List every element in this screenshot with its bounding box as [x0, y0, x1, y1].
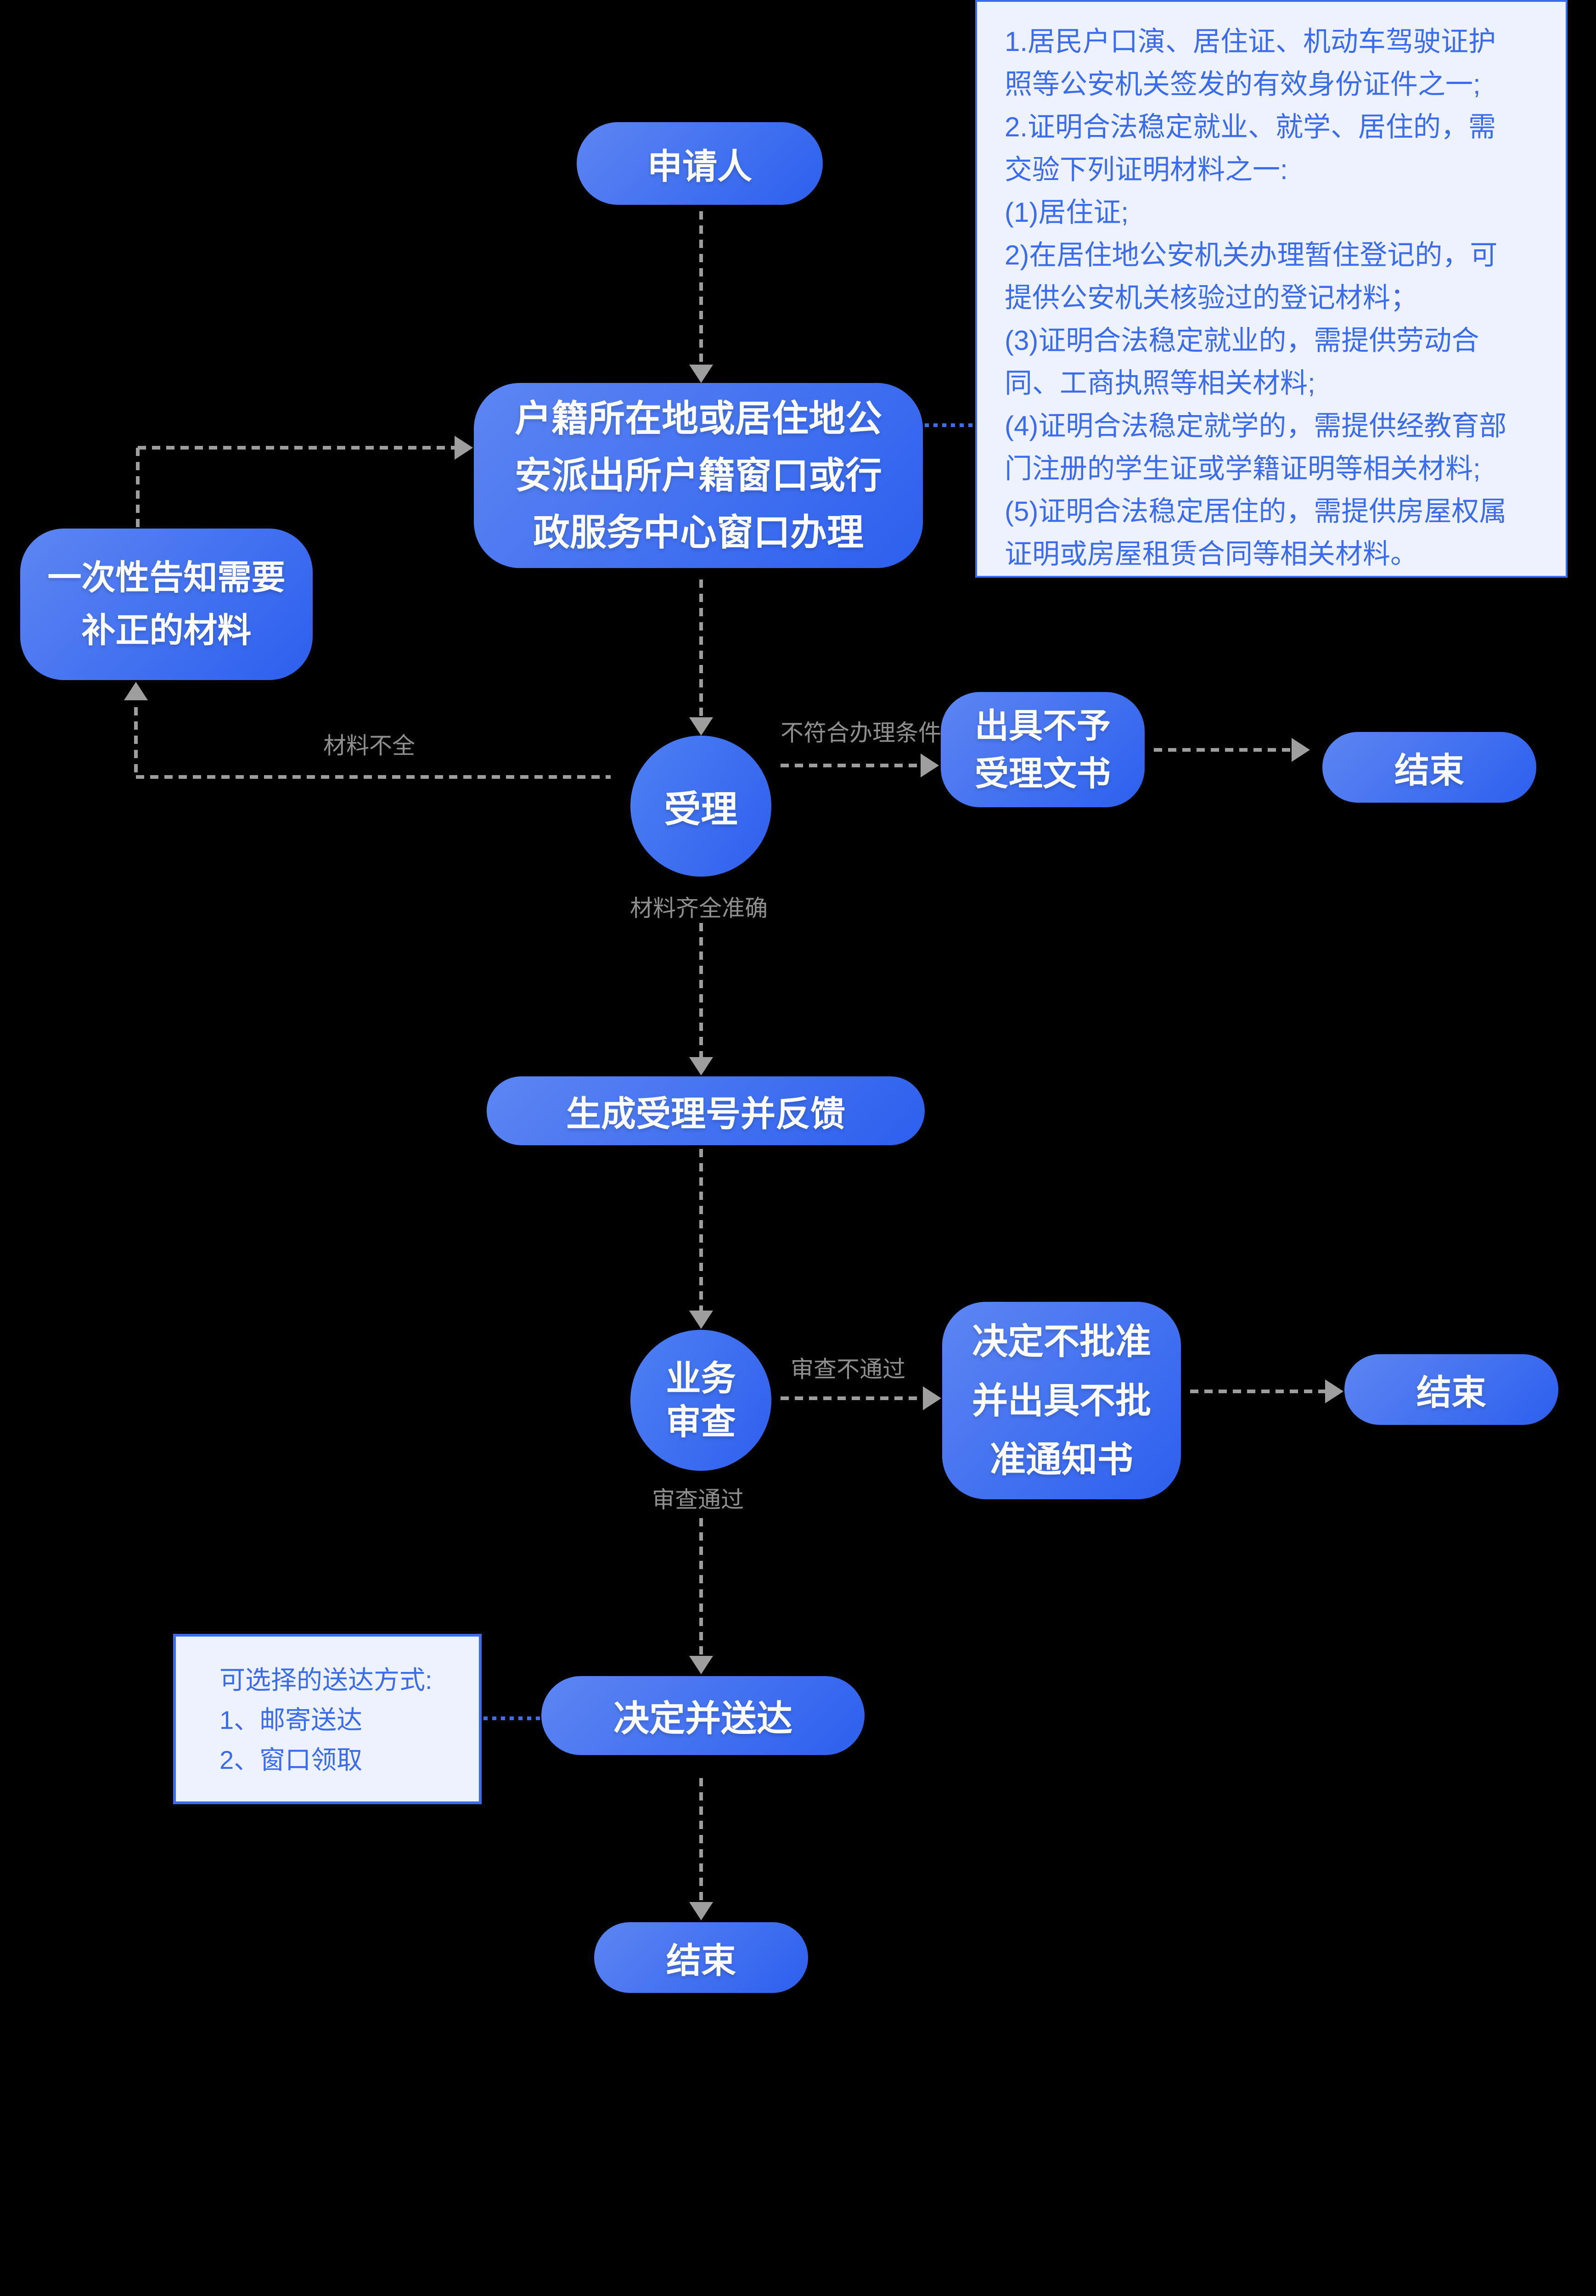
- edge-deny-end2: [1190, 1390, 1325, 1393]
- edge-gennumber-review: [699, 1149, 703, 1311]
- node-onetime-notify: 一次性告知需要 补正的材料: [20, 529, 313, 680]
- edge-accept-notify-vertical: [134, 707, 138, 777]
- arrowhead-right-end1-icon: [1292, 738, 1310, 762]
- node-end-1: 结束: [1322, 732, 1536, 803]
- node-accept: 受理: [630, 736, 771, 877]
- arrowhead-down-office-icon: [689, 365, 713, 383]
- arrowhead-down-review-icon: [689, 1311, 713, 1329]
- node-applicant: 申请人: [577, 122, 823, 205]
- node-generate-number: 生成受理号并反馈: [487, 1076, 925, 1145]
- edge-label-review-fail: 审查不通过: [791, 1356, 905, 1382]
- edge-review-deny: [781, 1396, 923, 1400]
- edge-label-not-qualified: 不符合办理条件: [781, 720, 941, 746]
- edge-rejectdoc-end1: [1154, 748, 1292, 752]
- arrowhead-down-gennumber-icon: [689, 1057, 713, 1075]
- edge-label-materials-complete: 材料齐全准确: [630, 895, 768, 921]
- edge-accept-notify-horizontal: [136, 775, 611, 779]
- edge-accept-rejectdoc: [781, 764, 921, 767]
- edge-notify-office-horizontal: [138, 446, 455, 450]
- arrowhead-right-end2-icon: [1325, 1379, 1343, 1403]
- node-end-2: 结束: [1344, 1354, 1558, 1425]
- arrowhead-down-end3-icon: [689, 1902, 713, 1920]
- node-deny-notice: 决定不批准 并出具不批 准通知书: [942, 1302, 1181, 1499]
- arrowhead-down-accept-icon: [689, 717, 713, 736]
- required-materials-infobox: 1.居民户口演、居住证、机动车驾驶证护 照等公安机关签发的有效身份证件之一; 2…: [975, 0, 1568, 578]
- edge-review-decide: [699, 1518, 703, 1656]
- edge-office-accept: [699, 580, 703, 717]
- arrowhead-right-rejectdoc-icon: [921, 754, 939, 777]
- delivery-options-box: 可选择的送达方式: 1、邮寄送达 2、窗口领取: [173, 1634, 482, 1804]
- edge-label-materials-incomplete: 材料不全: [323, 733, 415, 759]
- arrowhead-right-deny-icon: [923, 1386, 941, 1410]
- node-decide-deliver: 决定并送达: [541, 1676, 865, 1755]
- connector-office-infobox: [925, 423, 975, 427]
- arrowhead-down-decide-icon: [689, 1656, 713, 1674]
- node-household-office: 户籍所在地或居住地公 安派出所户籍窗口或行 政服务中心窗口办理: [474, 383, 923, 568]
- edge-label-review-pass: 审查通过: [652, 1487, 744, 1513]
- arrowhead-up-notify-icon: [124, 682, 148, 700]
- node-rejection-document: 出具不予 受理文书: [941, 692, 1145, 807]
- edge-notify-office-vertical: [136, 448, 140, 529]
- node-end-3: 结束: [594, 1922, 808, 1993]
- edge-applicant-office: [699, 211, 703, 365]
- edge-decide-end3: [699, 1778, 703, 1902]
- edge-accept-gennumber: [699, 923, 703, 1057]
- connector-deliverybox-decide: [483, 1716, 541, 1720]
- arrowhead-right-office-icon: [455, 436, 473, 460]
- node-business-review: 业务 审查: [630, 1330, 771, 1471]
